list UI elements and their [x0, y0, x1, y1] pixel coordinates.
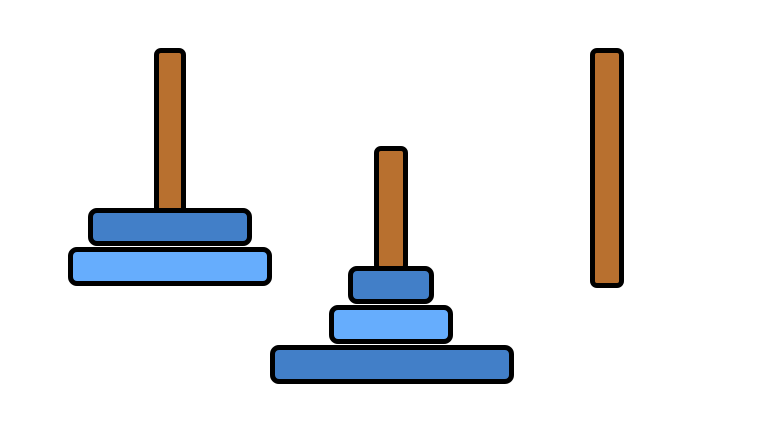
- peg-2-disk-1[interactable]: [348, 266, 434, 304]
- peg-1[interactable]: [154, 48, 186, 220]
- peg-2-disk-3[interactable]: [270, 345, 514, 384]
- peg-1-disk-2[interactable]: [68, 247, 272, 286]
- peg-3[interactable]: [590, 48, 624, 288]
- peg-2-disk-2[interactable]: [329, 305, 453, 344]
- peg-1-disk-1[interactable]: [88, 208, 252, 246]
- peg-2[interactable]: [374, 146, 408, 272]
